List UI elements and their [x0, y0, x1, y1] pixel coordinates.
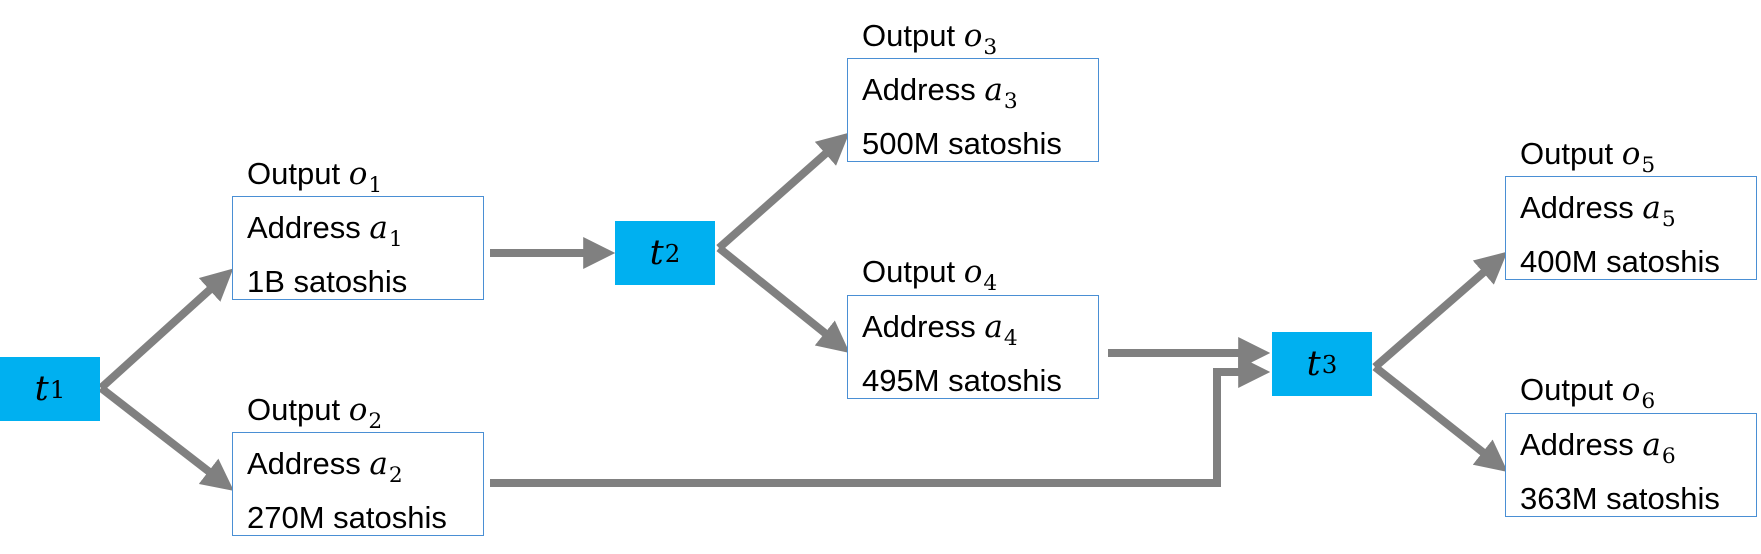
transaction-t2-sub: 2 — [664, 238, 681, 268]
output-o3-box: Address a3 500M satoshis — [847, 58, 1099, 162]
output-o5-address-symbol: a5 — [1642, 190, 1675, 232]
output-o3-sub: 3 — [983, 34, 998, 60]
output-o1-amount: 1B satoshis — [247, 263, 408, 299]
output-o1-address: Address a1 — [247, 207, 469, 261]
output-o4-amount: 495M satoshis — [862, 362, 1062, 398]
output-o3-symbol: o3 — [963, 18, 997, 60]
output-o3-label: Output o3 — [862, 19, 997, 65]
output-o6-word: Output — [1520, 372, 1614, 407]
output-o2-address-sub: 2 — [388, 462, 403, 488]
output-o2-var: o — [348, 392, 368, 428]
output-o2-address-var: a — [369, 446, 388, 482]
output-o6-label: Output o6 — [1520, 373, 1655, 419]
output-o3-amount: 500M satoshis — [862, 125, 1062, 161]
output-o1-address-var: a — [369, 210, 388, 246]
output-o1-address-sub: 1 — [388, 226, 403, 252]
output-o1-address-label: Address — [247, 210, 361, 245]
output-o2-symbol: o2 — [348, 392, 382, 434]
output-o6-address-sub: 6 — [1661, 443, 1676, 469]
output-o3-address-symbol: a3 — [984, 72, 1017, 114]
output-o4-word: Output — [862, 254, 956, 289]
output-o2-label: Output o2 — [247, 393, 382, 439]
transaction-t2-var: t — [649, 233, 664, 273]
output-o6-var: o — [1621, 372, 1641, 408]
edge-o2-t3 — [490, 356, 1271, 487]
output-o4-label: Output o4 — [862, 255, 997, 301]
output-o3-address-sub: 3 — [1003, 88, 1018, 114]
output-o2-amount: 270M satoshis — [247, 499, 447, 535]
output-o6-box: Address a6 363M satoshis — [1505, 413, 1757, 517]
transaction-t3-sub: 3 — [1321, 349, 1338, 379]
output-o5-sub: 5 — [1641, 152, 1656, 178]
output-o2-address: Address a2 — [247, 443, 469, 497]
output-o6-amount: 363M satoshis — [1520, 480, 1720, 516]
output-o6-address-symbol: a6 — [1642, 427, 1675, 469]
output-o4-address: Address a4 — [862, 306, 1084, 360]
output-o6-sub: 6 — [1641, 388, 1656, 414]
output-o4-box: Address a4 495M satoshis — [847, 295, 1099, 399]
output-o2-address-symbol: a2 — [369, 446, 402, 488]
edge-t2-o3 — [716, 132, 850, 251]
output-o3-word: Output — [862, 18, 956, 53]
output-o6-address-label: Address — [1520, 427, 1634, 462]
edge-t2-o4 — [716, 244, 850, 354]
transaction-t1-sub: 1 — [49, 374, 66, 404]
output-o1-label: Output o1 — [247, 157, 382, 203]
output-o6-symbol: o6 — [1621, 372, 1655, 414]
output-o4-address-sub: 4 — [1003, 325, 1018, 351]
output-o1-sub: 1 — [368, 172, 383, 198]
output-o4-var: o — [963, 254, 983, 290]
output-o5-box: Address a5 400M satoshis — [1505, 176, 1757, 280]
output-o5-var: o — [1621, 136, 1641, 172]
output-o3-address-var: a — [984, 72, 1003, 108]
output-o1-word: Output — [247, 156, 341, 191]
output-o2-address-label: Address — [247, 446, 361, 481]
output-o5-amount: 400M satoshis — [1520, 243, 1720, 279]
output-o1-box: Address a1 1B satoshis — [232, 196, 484, 300]
output-o2-word: Output — [247, 392, 341, 427]
output-o2-box: Address a2 270M satoshis — [232, 432, 484, 536]
output-o1-symbol: o1 — [348, 156, 382, 198]
transaction-t1-var: t — [34, 369, 49, 409]
output-o5-address-sub: 5 — [1661, 206, 1676, 232]
output-o5-word: Output — [1520, 136, 1614, 171]
output-o5-label: Output o5 — [1520, 137, 1655, 183]
edge-t3-o6 — [1372, 363, 1508, 472]
output-o3-var: o — [963, 18, 983, 54]
edge-t1-o1 — [98, 268, 234, 391]
output-o5-address-var: a — [1642, 190, 1661, 226]
edge-t3-o5 — [1372, 251, 1508, 371]
output-o6-address: Address a6 — [1520, 424, 1742, 478]
output-o1-address-symbol: a1 — [369, 210, 402, 252]
output-o4-address-label: Address — [862, 309, 976, 344]
output-o5-symbol: o5 — [1621, 136, 1655, 178]
output-o4-symbol: o4 — [963, 254, 997, 296]
output-o4-sub: 4 — [983, 270, 998, 296]
output-o5-address-label: Address — [1520, 190, 1634, 225]
output-o4-address-var: a — [984, 309, 1003, 345]
output-o3-address-label: Address — [862, 72, 976, 107]
output-o2-sub: 2 — [368, 408, 383, 434]
output-o5-address: Address a5 — [1520, 187, 1742, 241]
output-o6-address-var: a — [1642, 427, 1661, 463]
output-o1-var: o — [348, 156, 368, 192]
output-o3-address: Address a3 — [862, 69, 1084, 123]
output-o4-address-symbol: a4 — [984, 309, 1017, 351]
transaction-t3-var: t — [1306, 344, 1321, 384]
edge-t1-o2 — [98, 384, 234, 491]
